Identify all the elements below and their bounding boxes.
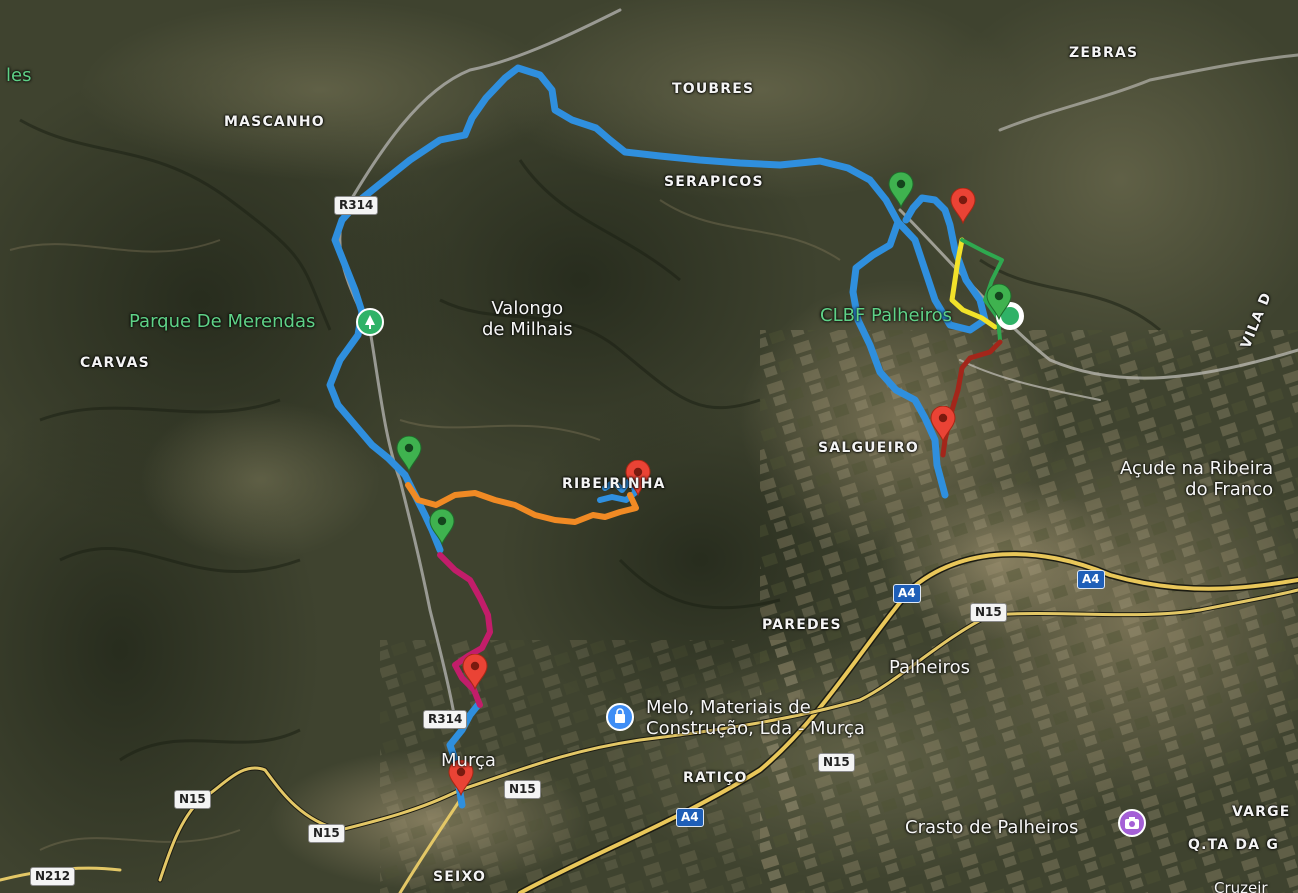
label-clbf[interactable]: CLBF Palheiros — [820, 305, 952, 326]
label-palheiros: Palheiros — [889, 657, 970, 678]
shield-a4-1: A4 — [893, 584, 921, 603]
shield-n15-1: N15 — [970, 603, 1007, 622]
shield-n212: N212 — [30, 867, 76, 886]
shield-a4-2: A4 — [1077, 570, 1105, 589]
label-qta-da: Q.TA DA G — [1188, 837, 1280, 853]
road-east — [898, 208, 1298, 380]
pin-green-2[interactable] — [986, 284, 1012, 320]
label-melo[interactable]: Melo, Materiais de Construção, Lda - Mur… — [646, 697, 865, 739]
label-toubres: TOUBRES — [672, 81, 755, 97]
route-orange — [405, 482, 639, 525]
label-serapicos: SERAPICOS — [664, 174, 764, 190]
shield-n15-4: N15 — [174, 790, 211, 809]
road-zebras — [998, 53, 1298, 132]
pin-green-1[interactable] — [888, 172, 914, 208]
shield-a4-3: A4 — [676, 808, 704, 827]
label-zebras: ZEBRAS — [1069, 45, 1139, 61]
road-salgueiro — [959, 359, 1101, 401]
camera-icon[interactable] — [1118, 809, 1146, 837]
route-yellow — [949, 237, 998, 330]
shield-n15-5: N15 — [308, 824, 345, 843]
label-cruzeiro: Cruzeir — [1214, 879, 1268, 893]
shield-n15-2: N15 — [818, 753, 855, 772]
label-valongo: Valongo de Milhais — [482, 298, 573, 340]
label-crasto[interactable]: Crasto de Palheiros — [905, 817, 1079, 838]
pin-red-3[interactable] — [625, 460, 651, 496]
label-seixo: SEIXO — [433, 869, 487, 885]
pin-red-1[interactable] — [950, 188, 976, 224]
shield-n15-3: N15 — [504, 780, 541, 799]
label-paredes: PAREDES — [762, 617, 842, 633]
pin-red-4[interactable] — [462, 654, 488, 690]
label-salgueiro: SALGUEIRO — [818, 440, 919, 456]
park-icon[interactable] — [356, 308, 384, 336]
label-ratico: RATIÇO — [683, 770, 748, 786]
pin-red-5[interactable] — [448, 760, 474, 796]
pin-red-2[interactable] — [930, 406, 956, 442]
road-n15-south — [398, 798, 462, 893]
label-parque[interactable]: Parque De Merendas — [129, 311, 316, 332]
label-les: les — [6, 65, 32, 86]
label-mascanho: MASCANHO — [224, 114, 325, 130]
pin-green-4[interactable] — [429, 509, 455, 545]
route-blue-loop — [894, 194, 989, 334]
shopping-bag-icon[interactable] — [606, 703, 634, 731]
label-murca: Murça — [441, 750, 496, 771]
route-blue-main — [326, 64, 949, 809]
label-varge: VARGE — [1232, 804, 1291, 820]
shield-r314-bottom: R314 — [423, 710, 468, 729]
pin-green-3[interactable] — [396, 436, 422, 472]
label-ribeirinha: RIBEIRINHA — [562, 476, 666, 492]
label-carvas: CARVAS — [80, 355, 150, 371]
shield-r314-top: R314 — [334, 196, 379, 215]
route-magenta — [437, 552, 493, 708]
label-acude[interactable]: Açude na Ribeira do Franco — [1120, 458, 1274, 500]
